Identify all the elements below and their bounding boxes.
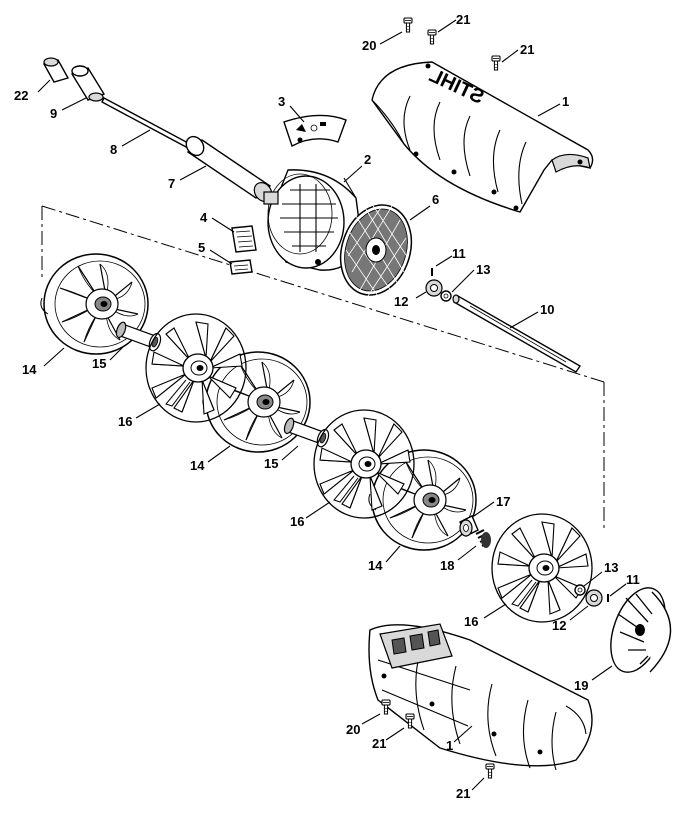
part-21-screw [485,763,495,779]
callout-14: 14 [368,558,383,573]
callout-20: 20 [346,722,360,737]
callout-21: 21 [456,786,470,801]
callout-22: 22 [14,88,28,103]
callout-7: 7 [168,176,175,191]
callout-18: 18 [440,558,454,573]
part-12-bearing [585,589,603,607]
part-13-washer [574,584,586,596]
part-18-spring [475,529,491,548]
callout-17: 17 [496,494,510,509]
callout-3: 3 [278,94,285,109]
callout-14: 14 [190,458,205,473]
part-9-bushing [70,65,106,102]
callout-12: 12 [552,618,566,633]
part-6-grille [339,203,413,297]
callout-13: 13 [604,560,618,575]
assembly-outline [41,205,605,528]
callout-15: 15 [264,456,278,471]
leader-lines [37,19,627,791]
part-7-tube [185,135,273,202]
part-8-rod [101,97,191,149]
part-12-bearing [425,279,443,297]
part-17-nut [459,515,479,537]
callout-20: 20 [362,38,376,53]
part-20-screw [403,17,413,33]
callout-19: 19 [574,678,588,693]
callout-21: 21 [520,42,534,57]
callout-11: 11 [626,572,640,587]
part-5-sticker [229,259,253,275]
callout-21: 21 [372,736,386,751]
callout-11: 11 [452,246,466,261]
part-14-impeller [368,449,477,551]
callout-16: 16 [464,614,478,629]
part-1-upper-shroud: STIHL [371,61,594,213]
part-1-lower-shroud [368,623,593,771]
callout-13: 13 [476,262,490,277]
callout-8: 8 [110,142,117,157]
part-2-housing [263,169,363,271]
part-3-label [283,114,347,148]
part-19-nose-cone [610,587,672,673]
callout-6: 6 [432,192,439,207]
part-22-sleeve [42,57,70,83]
callout-10: 10 [540,302,554,317]
callout-1: 1 [562,94,569,109]
callout-14: 14 [22,362,37,377]
callout-1: 1 [446,738,453,753]
callout-labels: 22 9 8 7 3 2 6 4 5 20 21 21 1 11 13 12 1… [14,12,640,801]
part-21-screw [427,29,437,45]
part-4-sticker [231,225,257,253]
callout-5: 5 [198,240,205,255]
callout-9: 9 [50,106,57,121]
callout-2: 2 [364,152,371,167]
callout-16: 16 [118,414,132,429]
part-21-screw [491,55,501,71]
callout-4: 4 [200,210,208,225]
callout-15: 15 [92,356,106,371]
part-16-fan [497,521,589,615]
callout-12: 12 [394,294,408,309]
part-13-washer [440,290,452,302]
callout-21: 21 [456,12,470,27]
part-10-shaft [452,294,581,373]
callout-16: 16 [290,514,304,529]
